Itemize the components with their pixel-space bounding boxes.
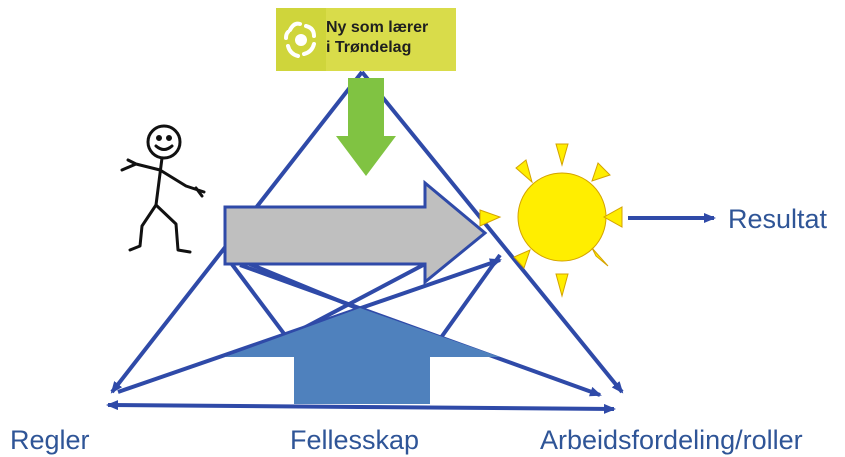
label-regler: Regler (10, 425, 90, 455)
label-resultat: Resultat (728, 204, 828, 234)
line-base-left (106, 400, 361, 411)
sunflower-logo-icon (276, 8, 326, 71)
line-apex-to-arbeid (360, 70, 624, 394)
stick-figure-icon (120, 124, 206, 254)
grey-right-arrow (223, 179, 488, 286)
label-arbeidsfordeling: Arbeidsfordeling/roller (540, 425, 803, 455)
sun-icon (479, 143, 623, 298)
label-fellesskap: Fellesskap (290, 425, 419, 455)
blue-up-arrow (225, 308, 500, 404)
logo-line-1: Ny som lærer (326, 19, 429, 36)
green-down-arrow (336, 78, 396, 176)
logo-line-2: i Trøndelag (326, 39, 412, 56)
logo-box: Ny som lærer i Trøndelag (276, 8, 456, 71)
line-base-right (359, 403, 616, 414)
